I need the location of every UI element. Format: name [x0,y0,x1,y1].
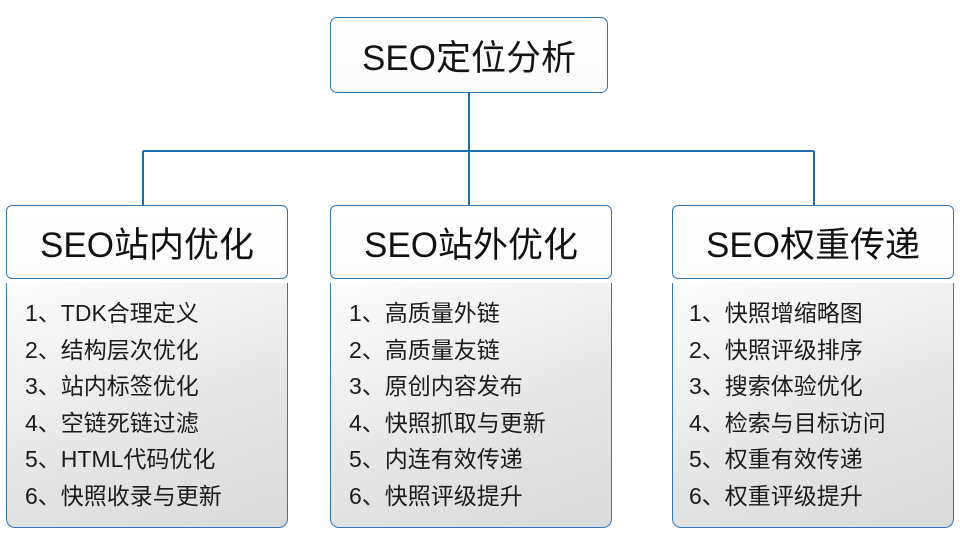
list-item-index: 1、 [689,300,725,326]
root-node-title: SEO定位分析 [362,38,576,78]
branch-header-2[interactable]: SEO站外优化 [330,205,612,279]
list-item: 4、空链死链过滤 [7,405,287,442]
list-item: 5、权重有效传递 [673,441,953,478]
list-item: 1、高质量外链 [331,295,611,332]
list-item-index: 2、 [689,336,725,363]
list-item: 6、快照评级提升 [331,478,611,515]
list-item-text: 权重评级提升 [724,482,863,509]
list-item: 3、站内标签优化 [7,368,287,405]
branch-header-3[interactable]: SEO权重传递 [672,205,954,279]
branch-column-1: SEO站内优化 1、TDK合理定义 2、结构层次优化 3、站内标签优化 4、空链… [6,205,288,528]
list-item-index: 2、 [349,336,385,363]
list-item-text: 结构层次优化 [60,336,199,363]
list-item-index: 4、 [689,409,725,436]
list-item-text: 空链死链过滤 [60,409,199,436]
list-item-text: 搜索体验优化 [724,373,863,399]
branch-header-title-2: SEO站外优化 [364,225,578,265]
list-item-index: 6、 [689,482,725,509]
list-item-index: 4、 [25,409,61,436]
list-item-index: 6、 [349,482,385,509]
list-item: 3、搜索体验优化 [673,368,953,405]
list-item-index: 2、 [25,336,61,363]
list-item-index: 4、 [349,409,385,436]
list-item-index: 5、 [689,446,725,472]
list-item-text: 快照评级提升 [384,482,523,509]
list-item-text: 高质量外链 [384,300,500,326]
branch-header-title-1: SEO站内优化 [40,225,254,265]
list-item-index: 3、 [25,373,61,399]
branch-list-2: 1、高质量外链 2、高质量友链 3、原创内容发布 4、快照抓取与更新 5、内连有… [330,283,612,528]
list-item-text: 内连有效传递 [384,446,523,472]
list-item-text: TDK合理定义 [60,300,199,326]
list-item: 1、快照增缩略图 [673,295,953,332]
branch-column-2: SEO站外优化 1、高质量外链 2、高质量友链 3、原创内容发布 4、快照抓取与… [330,205,612,528]
branch-list-3: 1、快照增缩略图 2、快照评级排序 3、搜索体验优化 4、检索与目标访问 5、权… [672,283,954,528]
list-item: 5、内连有效传递 [331,441,611,478]
list-item: 4、快照抓取与更新 [331,405,611,442]
list-item-text: 原创内容发布 [384,373,523,399]
root-node[interactable]: SEO定位分析 [330,17,608,93]
list-item: 2、结构层次优化 [7,332,287,369]
list-item-index: 5、 [25,446,61,472]
list-item-text: 站内标签优化 [60,373,199,399]
list-item-text: 快照评级排序 [724,336,863,363]
list-item-index: 1、 [25,300,61,326]
list-item-text: 快照抓取与更新 [384,409,546,436]
list-item-text: 快照增缩略图 [724,300,863,326]
list-item: 6、权重评级提升 [673,478,953,515]
branch-header-title-3: SEO权重传递 [706,225,920,265]
list-item: 5、HTML代码优化 [7,441,287,478]
list-item-text: 权重有效传递 [724,446,863,472]
list-item-text: 高质量友链 [384,336,500,363]
list-item-index: 3、 [349,373,385,399]
list-item: 1、TDK合理定义 [7,295,287,332]
list-item: 6、快照收录与更新 [7,478,287,515]
list-item: 2、快照评级排序 [673,332,953,369]
branch-header-1[interactable]: SEO站内优化 [6,205,288,279]
list-item-index: 1、 [349,300,385,326]
list-item-index: 3、 [689,373,725,399]
list-item-text: 快照收录与更新 [60,482,222,509]
list-item: 4、检索与目标访问 [673,405,953,442]
branch-column-3: SEO权重传递 1、快照增缩略图 2、快照评级排序 3、搜索体验优化 4、检索与… [672,205,954,528]
list-item: 3、原创内容发布 [331,368,611,405]
list-item-text: 检索与目标访问 [724,409,886,436]
list-item-index: 5、 [349,446,385,472]
list-item-index: 6、 [25,482,61,509]
list-item: 2、高质量友链 [331,332,611,369]
branch-list-1: 1、TDK合理定义 2、结构层次优化 3、站内标签优化 4、空链死链过滤 5、H… [6,283,288,528]
list-item-text: HTML代码优化 [60,446,216,472]
